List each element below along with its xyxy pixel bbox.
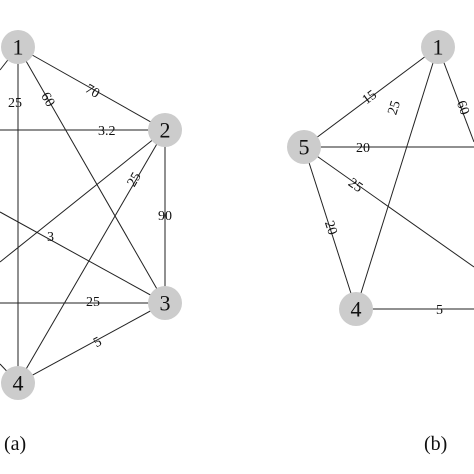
- edge-4-1: [355, 46, 439, 310]
- panel-b: 15 25 60 20 25 20 5 1 5 4 (b): [287, 30, 474, 455]
- edge-1-3: [17, 46, 166, 304]
- edge-label-2-4: 25: [125, 170, 145, 190]
- edge-5-offright-b: [303, 146, 474, 268]
- edge-label-text: 15: [360, 88, 380, 108]
- panel-a-caption: (a): [4, 433, 26, 455]
- edge-label-offleft-3-a: 3: [47, 230, 54, 245]
- node-1-circle: [421, 30, 455, 64]
- edge-label-5-offright-a: 20: [356, 141, 370, 156]
- edge-label-text: 60: [37, 90, 57, 110]
- edge-3-4: [17, 302, 166, 384]
- edge-label-5-4: 20: [321, 219, 340, 237]
- node-5: 5: [287, 130, 321, 164]
- edge-label-offleft-3-b: 25: [86, 295, 100, 310]
- node-4: 4: [1, 366, 35, 400]
- edge-label-text: 70: [82, 82, 102, 102]
- node-3-circle: [148, 286, 182, 320]
- edge-label-1-offright: 60: [453, 99, 472, 117]
- panel-a: 70 60 25 90 25 5 3.2 3 25 1 2 3 4: [0, 30, 182, 455]
- edge-label-text: 60: [453, 99, 472, 117]
- edge-offleft-2-b: [0, 129, 166, 263]
- edge-offleft-3-a: [0, 211, 166, 304]
- edge-5-1: [303, 46, 439, 148]
- edge-label-4-offright: 5: [436, 303, 443, 318]
- node-1: 1: [1, 30, 35, 64]
- edge-label-offleft-2: 3.2: [98, 124, 116, 139]
- node-2-circle: [148, 113, 182, 147]
- node-4: 4: [339, 292, 373, 326]
- node-5-label: 5: [299, 135, 310, 160]
- node-1-circle: [1, 30, 35, 64]
- node-1-label: 1: [433, 35, 444, 60]
- edge-label-5-1: 15: [360, 88, 380, 108]
- edge-label-1-4: 25: [8, 96, 22, 111]
- edge-5-4: [303, 146, 357, 310]
- edge-label-4-1: 25: [386, 99, 404, 117]
- edge-label-1-3: 60: [37, 90, 57, 110]
- node-4-circle: [339, 292, 373, 326]
- node-5-circle: [287, 130, 321, 164]
- node-3: 3: [148, 286, 182, 320]
- node-3-label: 3: [160, 291, 171, 316]
- node-2-label: 2: [160, 118, 171, 143]
- node-1-label: 1: [13, 35, 24, 60]
- node-4-label: 4: [13, 371, 24, 396]
- node-4-circle: [1, 366, 35, 400]
- edge-label-text: 20: [321, 219, 340, 237]
- edge-2-4: [17, 129, 166, 384]
- node-1: 1: [421, 30, 455, 64]
- panel-b-caption: (b): [424, 433, 447, 455]
- edge-label-text: 25: [125, 170, 145, 190]
- node-2: 2: [148, 113, 182, 147]
- edge-label-2-3: 90: [158, 209, 172, 224]
- edge-label-text: 25: [386, 99, 404, 117]
- node-4-label: 4: [351, 297, 362, 322]
- edge-1-2: [17, 46, 166, 131]
- edge-label-1-2: 70: [82, 82, 102, 102]
